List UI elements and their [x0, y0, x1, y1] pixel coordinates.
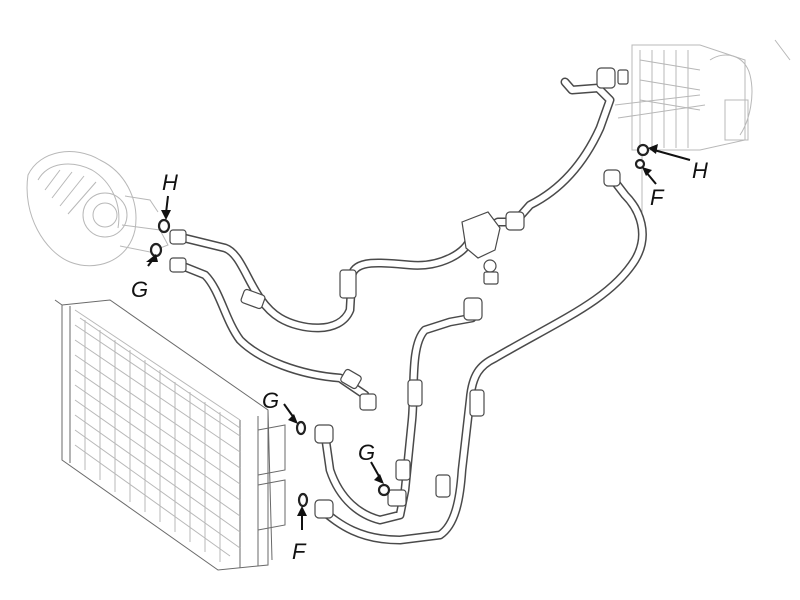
seal-rings [149, 143, 650, 508]
condenser-icon [54, 299, 286, 571]
label-g-condenser-upper: G [262, 388, 279, 413]
label-g-condenser-middle: G [358, 440, 375, 465]
label-f-condenser: F [292, 539, 307, 564]
label-h-compressor: H [162, 170, 178, 195]
compressor-icon [26, 151, 169, 267]
o-ring-seal-icon [157, 218, 171, 234]
callout-arrows [146, 144, 691, 530]
label-g-compressor: G [131, 277, 148, 302]
o-ring-seal-icon [295, 420, 307, 436]
o-ring-seal-icon [634, 158, 646, 170]
label-f-evaporator: F [650, 185, 665, 210]
pipe-fittings [169, 67, 629, 519]
o-ring-seal-icon [636, 143, 650, 157]
refrigerant-lines [175, 77, 647, 545]
expansion-valve-icon [461, 211, 501, 259]
o-ring-seal-icon [377, 483, 391, 497]
label-h-evaporator: H [692, 158, 708, 183]
o-ring-seal-icon [297, 492, 309, 508]
